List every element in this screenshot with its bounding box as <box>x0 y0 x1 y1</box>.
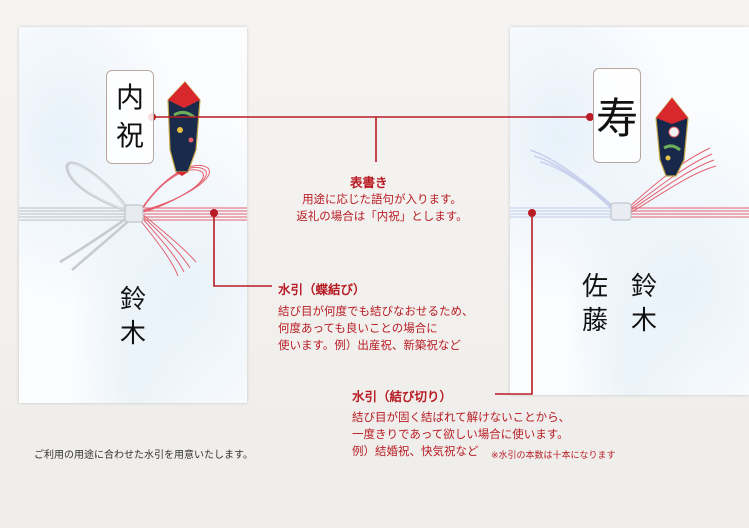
omotegaki-box-right: 寿 <box>593 68 641 163</box>
right-mizuhiki-knot <box>510 147 749 221</box>
left-mizuhiki-bow <box>19 161 247 277</box>
omotegaki-char-2: 祝 <box>115 119 144 152</box>
left-noshi <box>167 81 201 176</box>
omotegaki-heading: 表書き <box>350 175 388 190</box>
musubikiri-heading: 水引（結び切り） <box>352 389 453 404</box>
musubikiri-description: 結び目が固く結ばれて解けないことから、 一度きりであって欲しい場合に使います。 … <box>352 410 571 458</box>
bottom-note: ご利用の用途に合わせた水引を用意いたします。 <box>34 450 253 461</box>
omotegaki-char-1: 内 <box>115 81 144 114</box>
leader-lines <box>152 116 590 395</box>
chou-musubi-heading: 水引（蝶結び） <box>278 282 366 297</box>
right-noshi <box>655 97 689 177</box>
name-left-envelope: 鈴 木 <box>120 285 147 349</box>
name-right-col-left: 佐 藤 <box>582 272 609 336</box>
omotegaki-box-left: 内 祝 <box>106 70 154 164</box>
omotegaki-description: 用途に応じた語句が入ります。 返礼の場合は「内祝」とします。 <box>296 192 468 223</box>
chou-musubi-description: 結び目が何度でも結びなおせるため、 何度あっても良いことの場合に 使います。例）… <box>278 304 474 352</box>
mizuhiki-count-note: ※水引の本数は十本になります <box>491 451 616 461</box>
omotegaki-char-kotobuki: 寿 <box>595 94 638 143</box>
name-right-col-right: 鈴 木 <box>631 272 658 336</box>
